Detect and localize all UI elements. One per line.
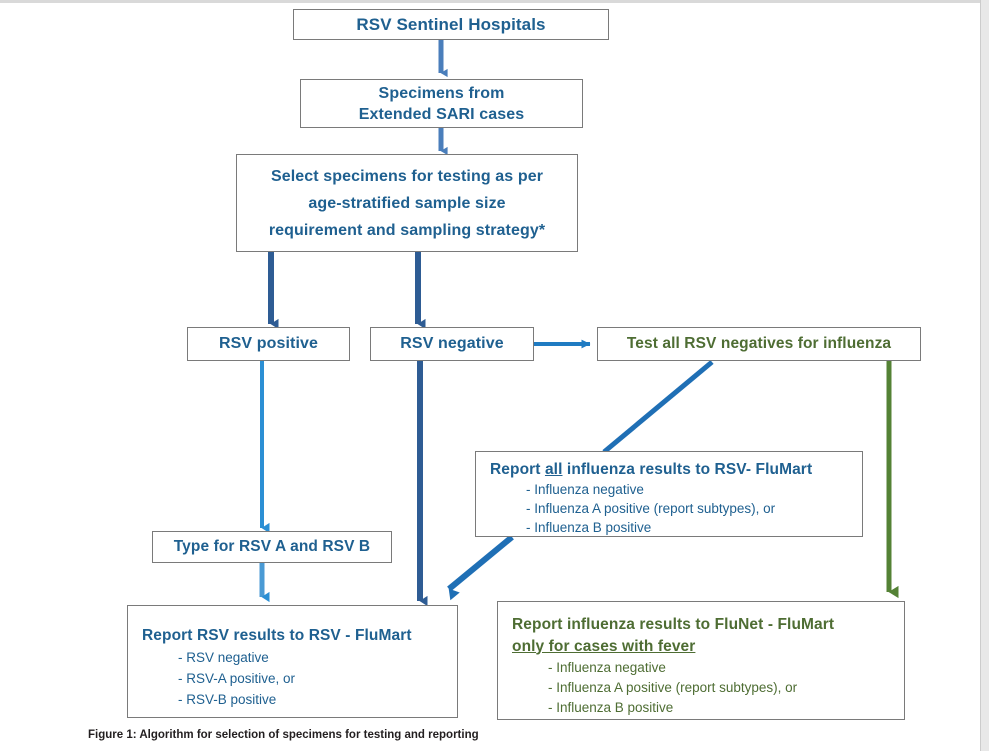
connector-test-influenza-to-report-all xyxy=(602,360,714,454)
node-rsv-sentinel-hospitals[interactable]: RSV Sentinel Hospitals xyxy=(293,9,609,40)
node-report-all-influenza-title: Report all influenza results to RSV- Flu… xyxy=(490,459,812,480)
figure-caption: Figure 1: Algorithm for selection of spe… xyxy=(88,729,479,741)
node-report-rsv-results-bullet-3: - RSV-B positive xyxy=(178,692,277,707)
report-all-title-before: Report xyxy=(490,460,545,478)
node-select-specimens-line-2: age-stratified sample size xyxy=(308,194,506,212)
node-type-for-rsv-a-and-b[interactable]: Type for RSV A and RSV B xyxy=(152,531,392,563)
node-report-rsv-results-bullet-1: - RSV negative xyxy=(178,650,269,665)
node-report-influenza-flunet-title-line-1: Report influenza results to FluNet - Flu… xyxy=(512,615,835,633)
report-all-title-after: influenza results to RSV- FluMart xyxy=(562,460,813,478)
node-report-rsv-results[interactable]: Report RSV results to RSV - FluMart - RS… xyxy=(127,605,458,718)
node-report-influenza-flunet-bullet-2: - Influenza A positive (report subtypes)… xyxy=(548,679,798,695)
node-report-all-influenza-bullet-2: - Influenza A positive (report subtypes)… xyxy=(526,500,776,516)
node-select-specimens-line-1: Select specimens for testing as per xyxy=(270,167,544,185)
node-report-all-influenza-bullet-1: - Influenza negative xyxy=(526,481,644,497)
node-type-for-rsv-a-and-b-label: Type for RSV A and RSV B xyxy=(173,538,371,555)
node-rsv-sentinel-hospitals-label: RSV Sentinel Hospitals xyxy=(356,14,546,34)
node-report-all-influenza[interactable]: Report all influenza results to RSV- Flu… xyxy=(475,451,863,537)
report-all-title-underline: all xyxy=(544,460,563,478)
node-specimens-line-1: Specimens from xyxy=(378,84,505,102)
node-report-rsv-results-bullet-2: - RSV-A positive, or xyxy=(178,671,296,686)
connector-report-all-to-report-rsv xyxy=(447,534,514,601)
node-specimens-line-2: Extended SARI cases xyxy=(358,105,525,123)
node-rsv-negative-label: RSV negative xyxy=(400,335,504,352)
node-rsv-negative[interactable]: RSV negative xyxy=(370,327,534,361)
page-right-edge xyxy=(981,0,989,751)
node-report-all-influenza-bullet-3: - Influenza B positive xyxy=(526,519,652,535)
page-right-rule xyxy=(980,0,981,751)
node-rsv-positive-label: RSV positive xyxy=(218,335,318,352)
node-test-all-rsv-negatives-label: Test all RSV negatives for influenza xyxy=(626,335,892,352)
node-report-influenza-flunet-bullet-3: - Influenza B positive xyxy=(548,699,674,715)
node-select-specimens-line-3: requirement and sampling strategy* xyxy=(268,221,546,239)
node-report-influenza-flunet-title-line-2: only for cases with fever xyxy=(512,637,696,655)
node-test-all-rsv-negatives[interactable]: Test all RSV negatives for influenza xyxy=(597,327,921,361)
node-specimens-from-sari[interactable]: Specimens from Extended SARI cases xyxy=(300,79,583,128)
node-report-rsv-results-title: Report RSV results to RSV - FluMart xyxy=(142,627,412,644)
node-report-influenza-flunet[interactable]: Report influenza results to FluNet - Flu… xyxy=(497,601,905,720)
node-report-influenza-flunet-bullet-1: - Influenza negative xyxy=(548,659,666,675)
node-rsv-positive[interactable]: RSV positive xyxy=(187,327,350,361)
page-top-edge xyxy=(0,0,989,3)
node-select-specimens[interactable]: Select specimens for testing as per age-… xyxy=(236,154,578,252)
